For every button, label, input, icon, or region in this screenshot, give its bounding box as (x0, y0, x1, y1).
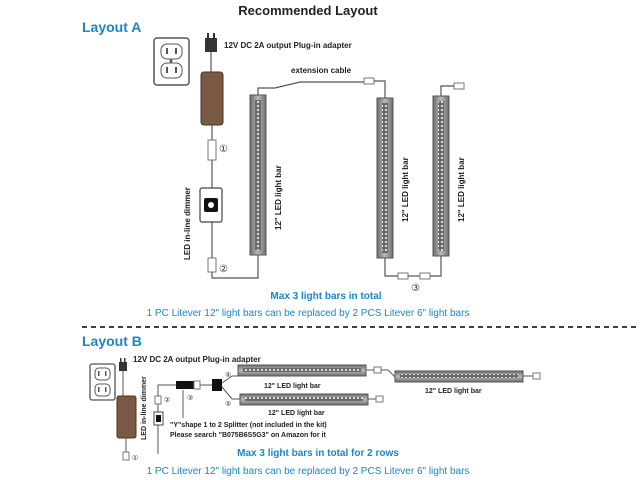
bar-label-b1: 12" LED light bar (264, 383, 321, 390)
plug-icon (119, 358, 127, 396)
splitter-note-line1: "Y"shape 1 to 2 Splitter (not included i… (170, 422, 327, 429)
plug-icon (205, 33, 217, 72)
power-adapter-b (116, 395, 137, 439)
layout-b-note: 1 PC Litever 12" light bars can be repla… (147, 466, 470, 477)
led-light-bar-a2 (376, 97, 394, 259)
marker-a3: ③ (411, 283, 420, 294)
connector-a2 (207, 257, 217, 273)
y-splitter-icon (176, 375, 233, 400)
layout-a-max-text: Max 3 light bars in total (270, 291, 381, 302)
marker-a1: ① (219, 144, 228, 155)
dimmer-label-a: LED in-line dimmer (183, 187, 192, 260)
led-light-bar-b2 (394, 370, 524, 383)
bar-label-b2: 12" LED light bar (425, 388, 482, 395)
wall-outlet-icon (153, 37, 190, 86)
marker-b4: ④ (225, 371, 231, 379)
led-light-bar-b1 (237, 364, 367, 377)
marker-b3: ③ (187, 394, 193, 402)
wall-outlet-icon (89, 363, 116, 401)
bar-label-a2: 12" LED light bar (401, 157, 410, 222)
bar-label-a1: 12" LED light bar (274, 165, 283, 230)
bar-label-a3: 12" LED light bar (457, 157, 466, 222)
dimmer-label-b: LED in-line dimmer (141, 376, 148, 440)
page-title: Recommended Layout (238, 3, 378, 18)
marker-b5: ⑤ (225, 400, 231, 408)
layout-a-note: 1 PC Litever 12" light bars can be repla… (147, 308, 470, 319)
connector-a1 (207, 139, 217, 161)
extension-cable-label: extension cable (291, 66, 352, 75)
layout-b-max-text: Max 3 light bars in total for 2 rows (237, 448, 399, 459)
layout-a-heading: Layout A (82, 19, 141, 35)
bar-label-b3: 12" LED light bar (268, 410, 325, 417)
power-adapter-a (200, 71, 224, 126)
marker-b1: ① (132, 454, 138, 462)
adapter-label-a: 12V DC 2A output Plug-in adapter (224, 41, 352, 50)
led-light-bar-a1 (249, 94, 267, 256)
led-light-bar-a3 (432, 95, 450, 257)
marker-a2: ② (219, 264, 228, 275)
marker-b2: ② (164, 396, 170, 404)
splitter-note-line2: Please search "B075B6S5G3" on Amazon for… (170, 432, 326, 439)
layout-b-heading: Layout B (82, 333, 142, 349)
led-light-bar-b3 (239, 393, 369, 406)
adapter-label-b: 12V DC 2A output Plug-in adapter (133, 355, 261, 364)
